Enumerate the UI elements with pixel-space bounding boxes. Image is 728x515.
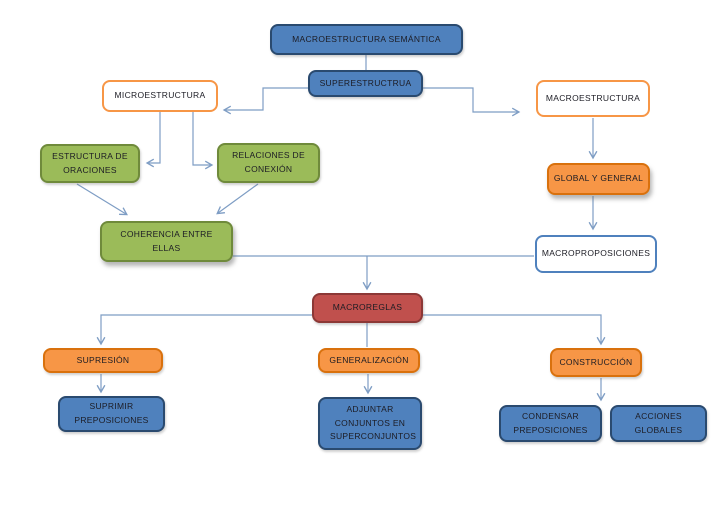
node-label: CONSTRUCCIÓN	[559, 356, 633, 367]
node-adjuntar-conjuntos: ADJUNTAR CONJUNTOS EN SUPERCONJUNTOS	[318, 397, 422, 450]
edge-relaciones-coherencia	[216, 183, 259, 215]
edge-superestructura-macroestructura	[423, 87, 521, 117]
node-label: SUPERESTRUCTRUA	[319, 77, 412, 88]
node-label: RELACIONES DE CONEXIÓN	[232, 150, 305, 174]
node-macroestructura: MACROESTRUCTURA	[536, 80, 650, 117]
edge-estructura-coherencia	[76, 183, 128, 216]
node-label: ADJUNTAR CONJUNTOS EN SUPERCONJUNTOS	[330, 404, 417, 442]
node-microestructura: MICROESTRUCTURA	[102, 80, 218, 112]
edge-microestructura-estructura	[145, 112, 161, 168]
node-label: MICROESTRUCTURA	[114, 90, 206, 101]
edge-macroreglas-supresion	[96, 314, 312, 346]
node-relaciones-de-conexion: RELACIONES DE CONEXIÓN	[217, 143, 320, 183]
node-label: GENERALIZACIÓN	[329, 354, 409, 365]
node-supresion: SUPRESIÓN	[43, 348, 163, 373]
node-acciones-globales: ACCIONES GLOBALES	[610, 405, 707, 442]
node-label: MACROESTRUCTURA SEMÁNTICA	[292, 33, 441, 44]
node-generalizacion: GENERALIZACIÓN	[318, 348, 420, 373]
node-label: MACROPROPOSICIONES	[541, 248, 651, 259]
node-label: CONDENSAR PREPOSICIONES	[513, 410, 588, 435]
node-label: SUPRESIÓN	[76, 354, 130, 365]
node-macroreglas: MACROREGLAS	[312, 293, 423, 323]
node-label: GLOBAL Y GENERAL	[553, 173, 644, 184]
node-macroestructura-semantica: MACROESTRUCTURA SEMÁNTICA	[270, 24, 463, 55]
edge-microestructura-relaciones	[192, 112, 214, 170]
node-label: COHERENCIA ENTRE ELLAS	[120, 228, 213, 253]
edge-superestructura-microestructura	[222, 87, 308, 115]
node-global-y-general: GLOBAL Y GENERAL	[547, 163, 650, 195]
node-label: MACROESTRUCTURA	[545, 92, 641, 103]
node-label: SUPRIMIR PREPOSICIONES	[74, 401, 149, 425]
node-coherencia-entre-ellas: COHERENCIA ENTRE ELLAS	[100, 221, 233, 262]
node-label: MACROREGLAS	[332, 302, 403, 313]
edge-macroreglas-construccion	[423, 314, 606, 346]
node-label: ESTRUCTURA DE ORACIONES	[52, 150, 128, 175]
node-suprimir-preposiciones: SUPRIMIR PREPOSICIONES	[58, 396, 165, 432]
node-label: ACCIONES GLOBALES	[634, 410, 683, 435]
node-construccion: CONSTRUCCIÓN	[550, 348, 642, 377]
node-macroproposiciones: MACROPROPOSICIONES	[535, 235, 657, 273]
node-superestructura: SUPERESTRUCTRUA	[308, 70, 423, 97]
node-estructura-de-oraciones: ESTRUCTURA DE ORACIONES	[40, 144, 140, 183]
node-condensar-preposiciones: CONDENSAR PREPOSICIONES	[499, 405, 602, 442]
